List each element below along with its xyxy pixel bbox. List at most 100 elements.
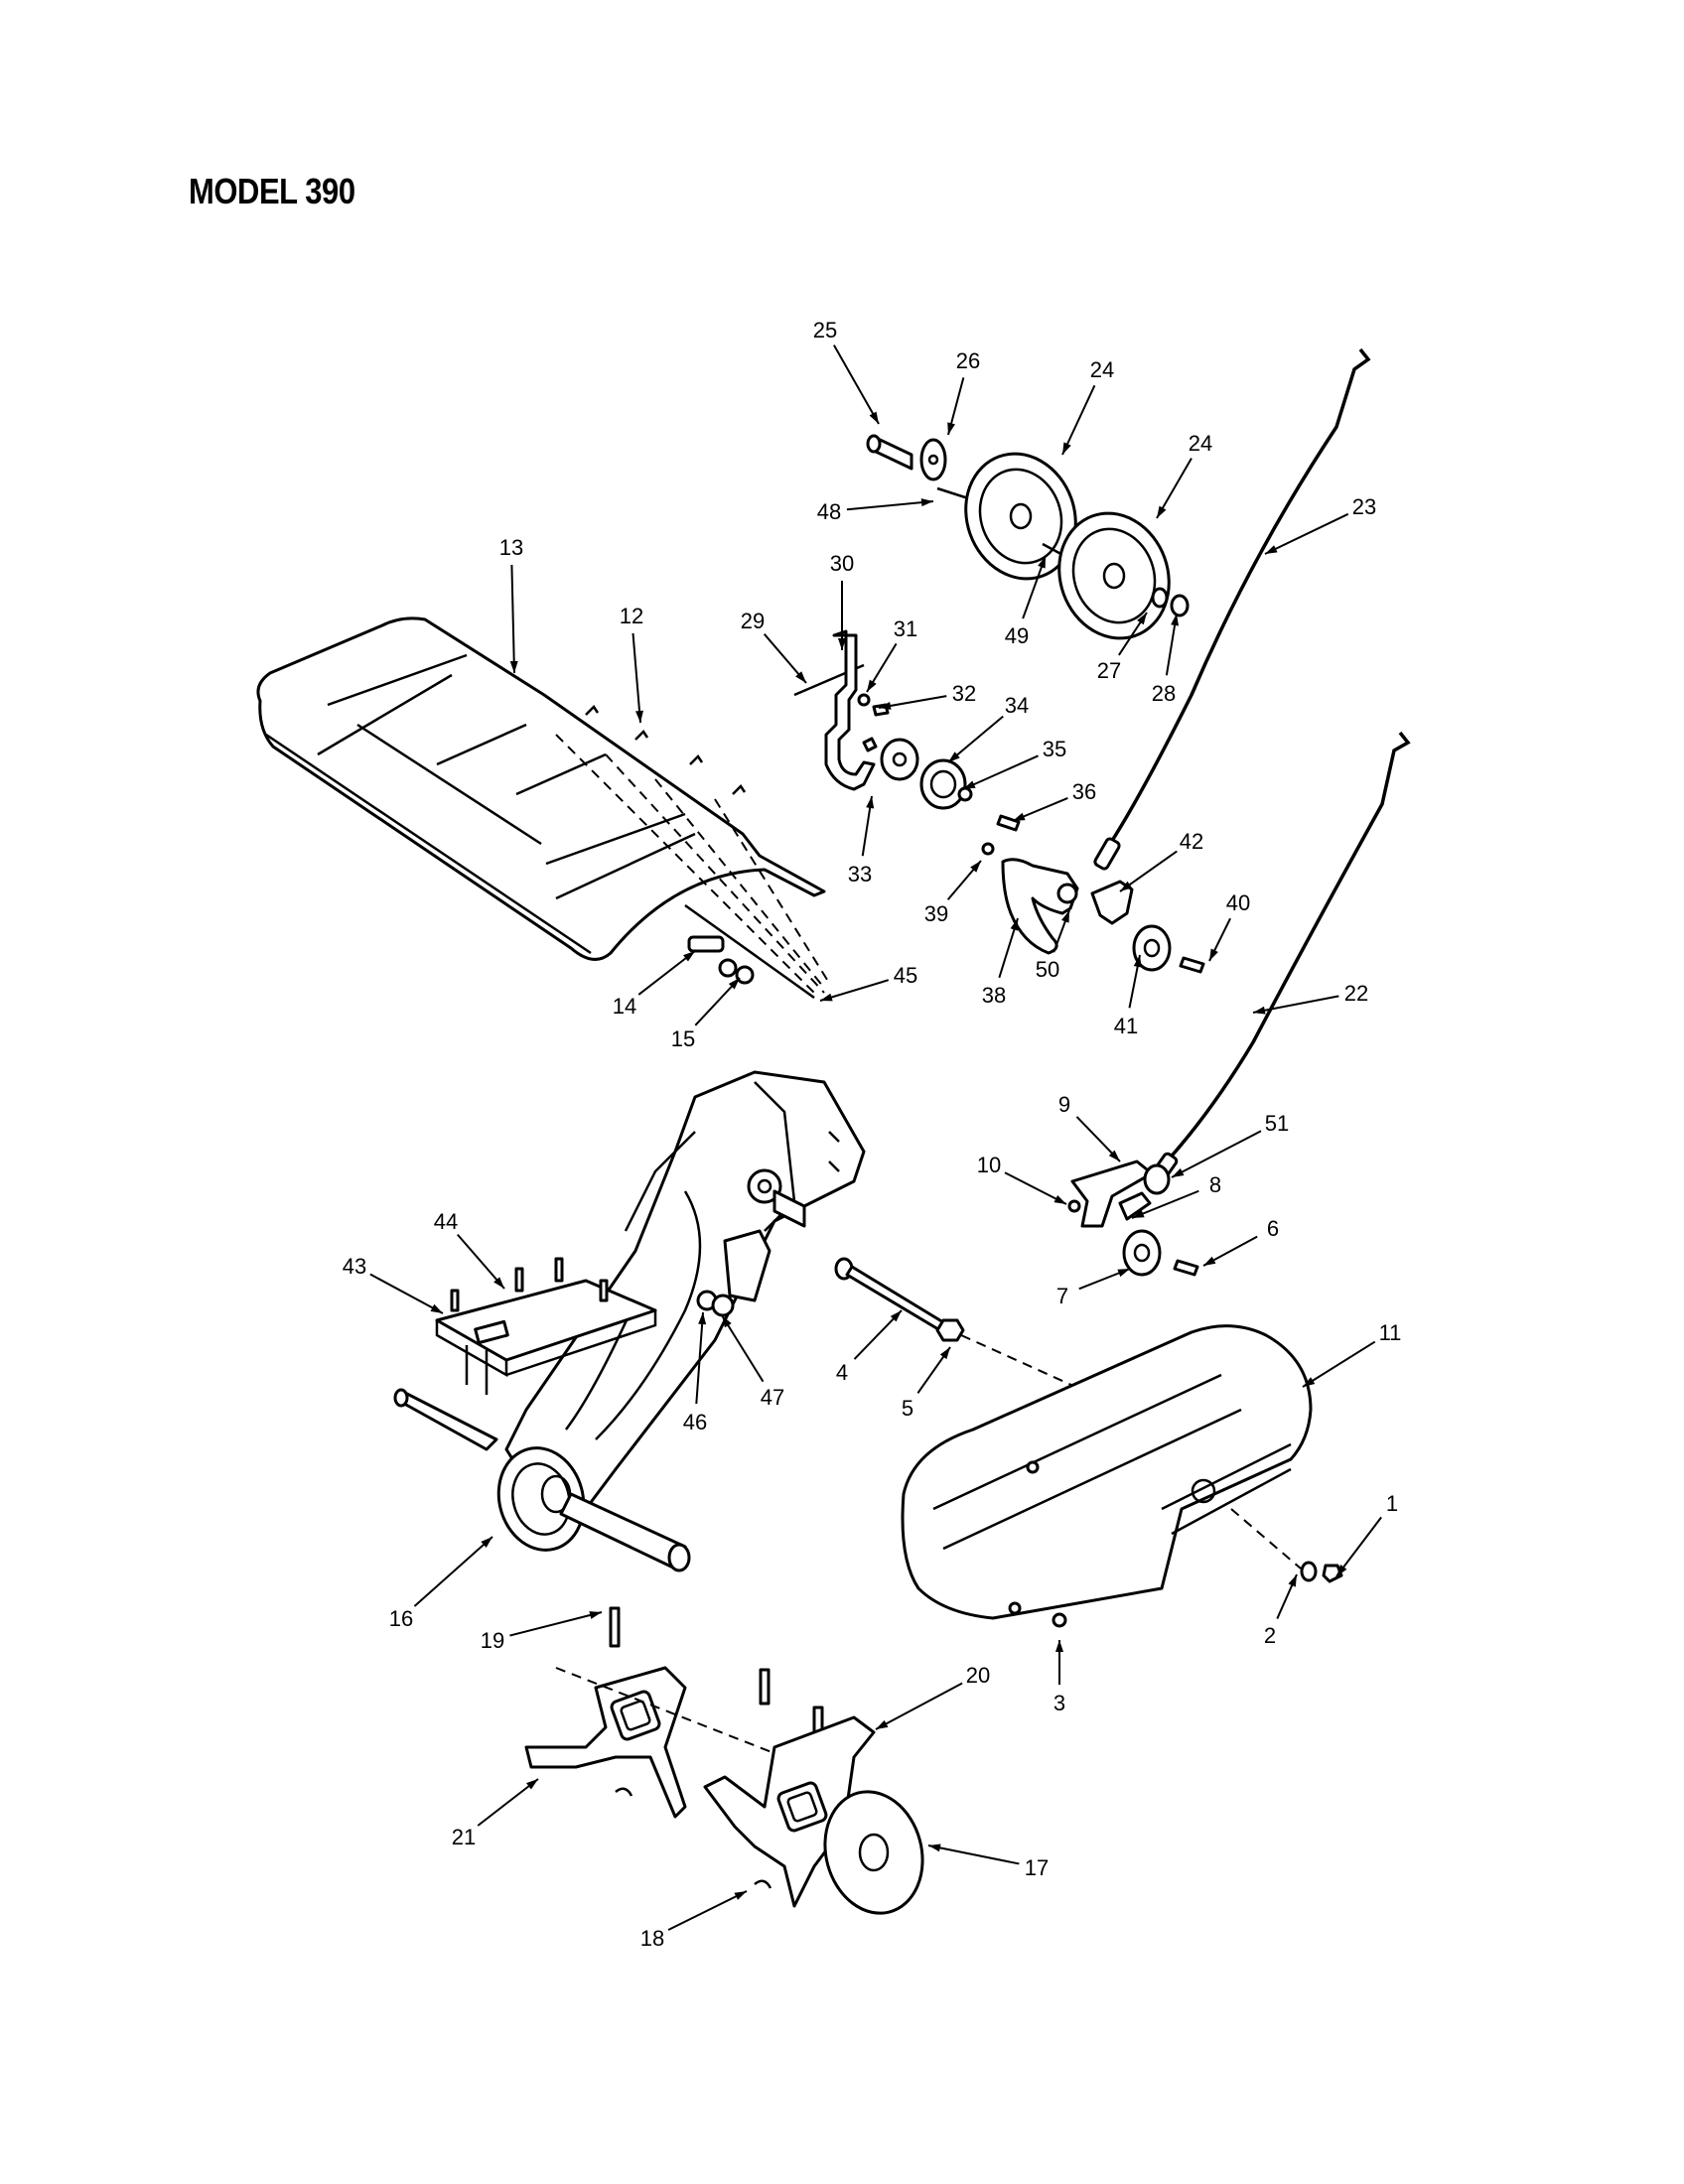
cover-fasteners — [1052, 1561, 1343, 1628]
tine-shaft — [393, 1388, 691, 1572]
callout-number: 23 — [1352, 494, 1376, 519]
arrowhead — [589, 1611, 602, 1619]
callout-number: 33 — [848, 862, 872, 887]
callout-number: 34 — [1005, 693, 1029, 718]
callout-number: 1 — [1386, 1491, 1398, 1516]
arrowhead — [1157, 505, 1167, 518]
arrowhead — [939, 1347, 950, 1360]
arrowhead — [722, 1315, 732, 1328]
callout-number: 20 — [966, 1663, 990, 1688]
arrowhead — [1120, 881, 1133, 891]
callout-number: 29 — [741, 609, 765, 633]
arrowhead — [430, 1303, 443, 1313]
callout-number: 21 — [452, 1825, 476, 1849]
leader-line — [721, 1314, 765, 1383]
arrowhead — [879, 701, 892, 710]
arrowhead — [734, 1891, 747, 1900]
callout-number: 11 — [1379, 1320, 1402, 1345]
leader-line — [632, 632, 641, 724]
leader-line — [457, 1233, 505, 1290]
arrowhead — [1053, 1194, 1066, 1204]
pulley-shaft — [866, 434, 994, 508]
arrowhead — [963, 780, 976, 789]
callout-number: 12 — [620, 604, 643, 628]
leader-line — [695, 1311, 704, 1405]
leader-line — [1061, 384, 1096, 456]
leader-line — [927, 1844, 1020, 1865]
callout-number: 39 — [924, 901, 948, 926]
arrowhead — [1336, 1565, 1347, 1576]
callout-labels: 1234567891011121314151617181920212223242… — [343, 318, 1402, 1951]
nuts-46-47 — [696, 1290, 735, 1317]
callout-number: 19 — [481, 1628, 504, 1653]
idler-bracket — [793, 629, 919, 791]
arrowhead — [1137, 613, 1147, 625]
callout-number: 6 — [1267, 1216, 1279, 1241]
arrowhead — [1062, 442, 1071, 455]
arrowhead — [1132, 1209, 1145, 1218]
callout-number: 32 — [952, 681, 976, 706]
arrowhead — [838, 638, 846, 650]
arrowhead — [876, 1719, 889, 1729]
page-title: MODEL 390 — [189, 171, 355, 211]
arrowhead — [683, 951, 695, 962]
callout-number: 24 — [1090, 357, 1114, 382]
belt-cover — [901, 1324, 1313, 1620]
callout-number: 48 — [817, 499, 841, 524]
leader-line — [510, 564, 515, 674]
callout-number: 10 — [977, 1153, 1001, 1177]
callout-number: 5 — [902, 1396, 913, 1421]
arrowhead — [867, 679, 877, 692]
arrowhead — [1203, 1256, 1216, 1266]
leader-line — [1252, 995, 1339, 1014]
callout-number: 50 — [1036, 957, 1059, 982]
idler-arm-lower — [1067, 1160, 1199, 1277]
arrowhead — [1117, 1269, 1130, 1278]
arrowhead — [493, 1277, 504, 1289]
arrowhead — [920, 498, 933, 507]
leader-line — [962, 754, 1039, 790]
callout-number: 3 — [1053, 1691, 1065, 1715]
callout-number: 9 — [1058, 1092, 1070, 1117]
callout-number: 17 — [1025, 1855, 1049, 1880]
leader-line — [1302, 1340, 1376, 1388]
callout-number: 4 — [836, 1360, 848, 1385]
callout-number: 15 — [671, 1026, 695, 1051]
callout-number: 35 — [1043, 737, 1066, 761]
callout-number: 28 — [1152, 681, 1176, 706]
callout-number: 16 — [389, 1606, 413, 1631]
arrowhead — [728, 978, 740, 990]
arrowhead — [928, 1843, 941, 1852]
callout-number: 31 — [894, 616, 917, 641]
callout-number: 38 — [982, 983, 1006, 1008]
callout-number: 43 — [343, 1254, 366, 1279]
arrowhead — [1133, 955, 1142, 968]
arrowhead — [481, 1537, 492, 1548]
tine-assembly-left — [524, 1606, 687, 1819]
callout-number: 18 — [640, 1926, 664, 1951]
leader-line — [1264, 512, 1349, 555]
leader-line — [369, 1273, 444, 1314]
arrowhead — [1303, 1377, 1316, 1387]
callout-number: 24 — [1189, 431, 1212, 456]
leader-line — [1171, 1130, 1262, 1178]
callout-number: 25 — [813, 318, 837, 342]
callout-number: 30 — [830, 551, 854, 576]
callout-number: 22 — [1344, 981, 1368, 1006]
tine-shield — [256, 616, 826, 961]
arrowhead — [1055, 1640, 1063, 1652]
callout-number: 44 — [434, 1209, 458, 1234]
arrowhead — [869, 411, 879, 424]
arrowhead — [635, 710, 643, 723]
arrowhead — [795, 671, 806, 683]
arrowhead — [1265, 545, 1278, 554]
shield-hinge — [684, 903, 815, 1000]
leader-line — [846, 500, 934, 511]
leader-line — [509, 1611, 603, 1637]
leader-line — [1335, 1516, 1382, 1577]
callout-number: 46 — [683, 1410, 707, 1434]
idler-pulley-34 — [919, 758, 1021, 856]
arrowhead — [1288, 1574, 1297, 1587]
arrowhead — [1253, 1006, 1266, 1015]
